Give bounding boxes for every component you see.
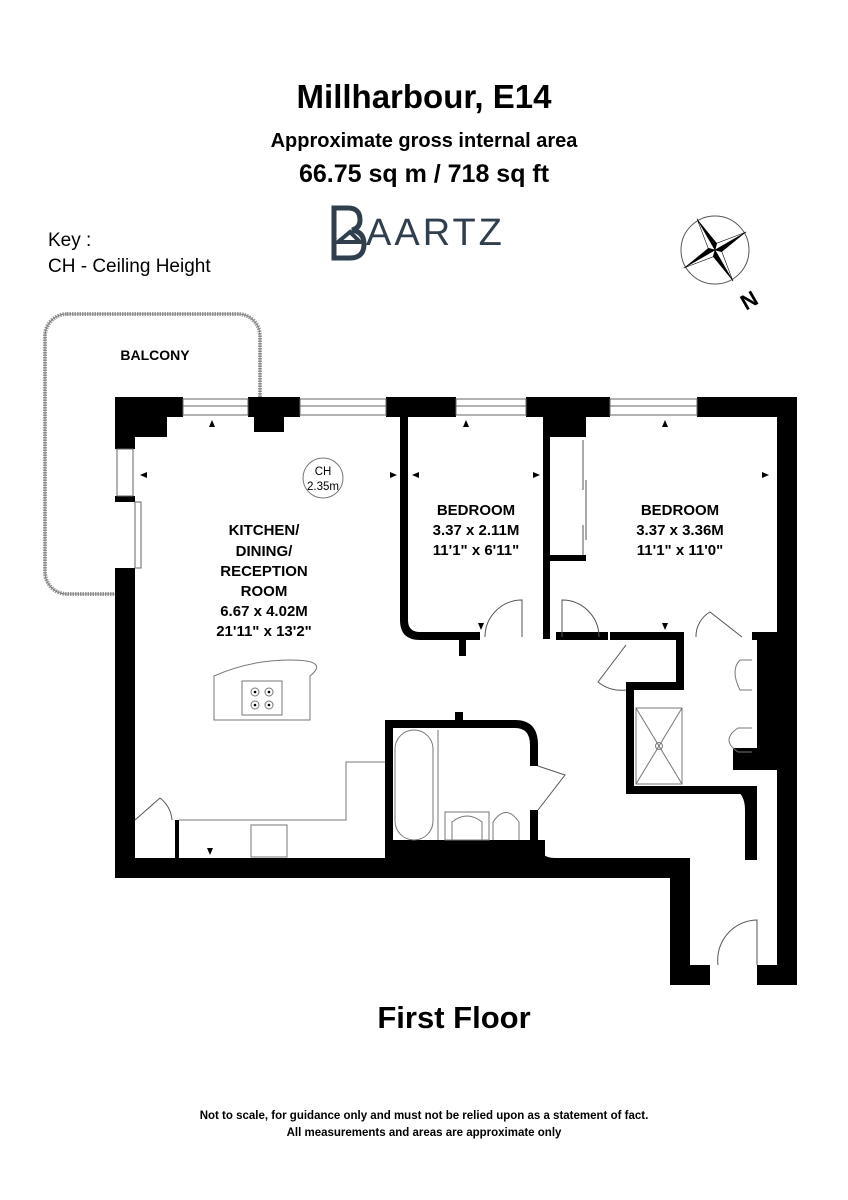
measurement-markers bbox=[140, 420, 769, 855]
logo-text: AARTZ bbox=[366, 212, 505, 254]
svg-text:DINING/: DINING/ bbox=[236, 543, 294, 560]
area-subtitle: Approximate gross internal area bbox=[270, 130, 578, 152]
kitchen-fixtures bbox=[179, 659, 385, 858]
svg-text:21'11" x 13'2": 21'11" x 13'2" bbox=[216, 623, 312, 640]
property-title: Millharbour, E14 bbox=[296, 78, 552, 115]
svg-text:11'1" x 11'0": 11'1" x 11'0" bbox=[637, 542, 723, 559]
logo-b-icon bbox=[331, 205, 367, 261]
ceiling-height-marker bbox=[302, 457, 344, 499]
key-heading: Key : bbox=[48, 230, 92, 251]
disclaimer-line2: All measurements and areas are approxima… bbox=[286, 1127, 562, 1139]
key-entry: CH - Ceiling Height bbox=[48, 256, 211, 277]
svg-text:ROOM: ROOM bbox=[241, 583, 288, 600]
ceiling-height-label: CH bbox=[315, 466, 332, 478]
svg-text:3.37 x 2.11M: 3.37 x 2.11M bbox=[433, 522, 520, 539]
gross-area: 66.75 sq m / 718 sq ft bbox=[298, 160, 550, 188]
bedroom1-label: BEDROOM 3.37 x 2.11M 11'1" x 6'11" bbox=[433, 502, 520, 559]
disclaimer-line1: Not to scale, for guidance only and must… bbox=[199, 1110, 649, 1122]
floor-label: First Floor bbox=[377, 1000, 531, 1035]
svg-text:KITCHEN/: KITCHEN/ bbox=[229, 522, 301, 539]
baartz-logo: AARTZ bbox=[328, 202, 528, 262]
svg-text:3.37 x 3.36M: 3.37 x 3.36M bbox=[636, 522, 724, 539]
walls bbox=[115, 397, 797, 985]
doors bbox=[134, 440, 758, 966]
floor-plan: BALCONY CH 2.35m KITCHEN/ DINING/ RECEPT… bbox=[43, 312, 797, 985]
svg-text:RECEPTION: RECEPTION bbox=[220, 563, 308, 580]
svg-text:11'1" x 6'11": 11'1" x 6'11" bbox=[433, 542, 519, 559]
svg-text:BEDROOM: BEDROOM bbox=[437, 502, 515, 519]
svg-text:6.67 x 4.02M: 6.67 x 4.02M bbox=[220, 603, 308, 620]
key-legend: Key : CH - Ceiling Height bbox=[48, 228, 211, 280]
disclaimer: Not to scale, for guidance only and must… bbox=[0, 1108, 848, 1142]
balcony-label: BALCONY bbox=[120, 347, 190, 363]
bathroom-fixtures bbox=[394, 659, 752, 841]
bedroom2-label: BEDROOM 3.37 x 3.36M 11'1" x 11'0" bbox=[636, 502, 724, 559]
compass-icon: N bbox=[680, 215, 762, 315]
kitchen-label: KITCHEN/ DINING/ RECEPTION ROOM 6.67 x 4… bbox=[216, 522, 312, 640]
svg-text:BEDROOM: BEDROOM bbox=[641, 502, 719, 519]
windows bbox=[116, 398, 698, 569]
ceiling-height-value: 2.35m bbox=[307, 481, 339, 493]
